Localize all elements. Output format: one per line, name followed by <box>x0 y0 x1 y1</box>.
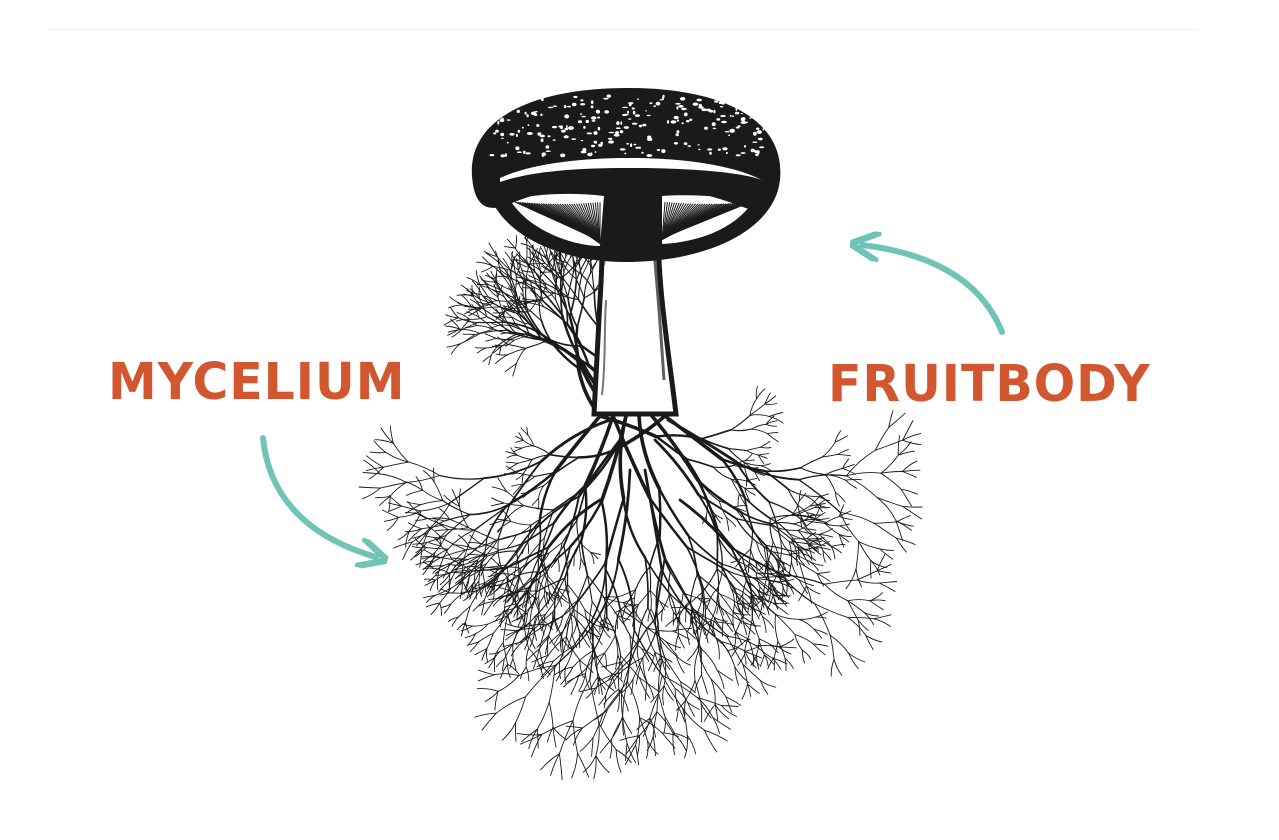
arrow-to-fruitbody-icon <box>862 245 1005 335</box>
mushroom-cap-icon <box>471 88 781 262</box>
mycelium-label: MYCELIUM <box>108 353 406 412</box>
arrow-to-mycelium-icon <box>260 435 376 557</box>
fruitbody-label: FRUITBODY <box>828 355 1151 414</box>
top-divider <box>48 29 1198 30</box>
